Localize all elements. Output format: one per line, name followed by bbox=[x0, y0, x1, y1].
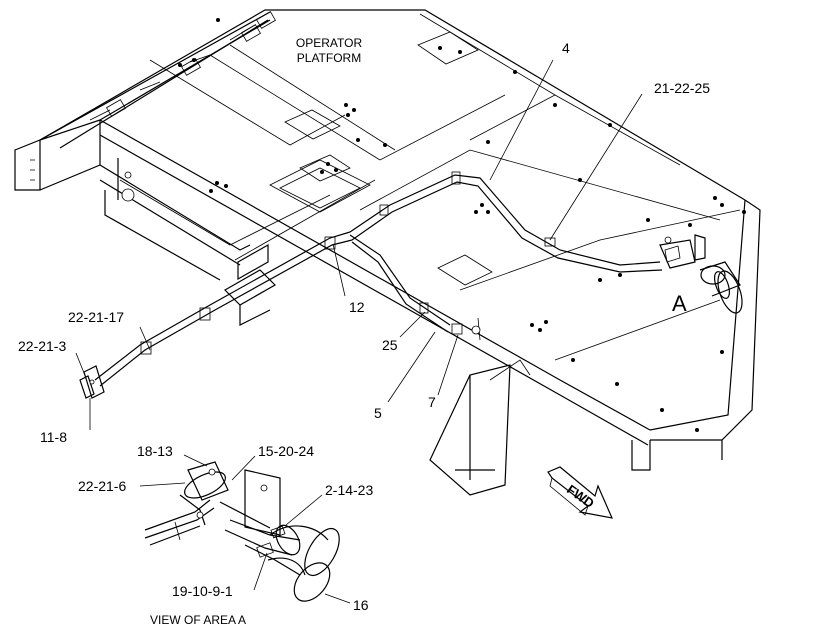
area-a-marker: A bbox=[672, 291, 687, 316]
operator-platform bbox=[14, 9, 761, 496]
callout-22-21-17: 22-21-17 bbox=[68, 309, 124, 325]
callout-25: 25 bbox=[382, 337, 398, 353]
callout-2-14-23: 2-14-23 bbox=[325, 482, 373, 498]
callout-16: 16 bbox=[353, 597, 369, 613]
view-caption: VIEW OF AREA A bbox=[150, 613, 246, 627]
callout-22-21-3: 22-21-3 bbox=[18, 338, 66, 354]
callout-19-10-9-1: 19-10-9-1 bbox=[172, 583, 233, 599]
callout-7: 7 bbox=[428, 394, 436, 410]
wiring-harness bbox=[79, 171, 663, 399]
forward-direction-arrow: FWD bbox=[547, 466, 614, 519]
callout-21-22-25: 21-22-25 bbox=[654, 80, 710, 96]
platform-label-line-1: OPERATOR bbox=[296, 36, 363, 50]
fwd-label: FWD bbox=[564, 482, 597, 511]
callout-11-8: 11-8 bbox=[40, 429, 67, 445]
callout-22-21-6: 22-21-6 bbox=[78, 478, 126, 494]
platform-bolts bbox=[178, 18, 746, 432]
callout-4: 4 bbox=[562, 40, 570, 56]
leader-lines bbox=[75, 59, 643, 604]
detail-view-area-a bbox=[144, 461, 340, 602]
callout-18-13: 18-13 bbox=[137, 443, 173, 459]
callout-5: 5 bbox=[374, 405, 382, 421]
platform-label-line-2: PLATFORM bbox=[297, 51, 361, 65]
horn-assembly-main bbox=[659, 234, 743, 314]
callout-12: 12 bbox=[349, 299, 365, 315]
callout-15-20-24: 15-20-24 bbox=[258, 443, 314, 459]
